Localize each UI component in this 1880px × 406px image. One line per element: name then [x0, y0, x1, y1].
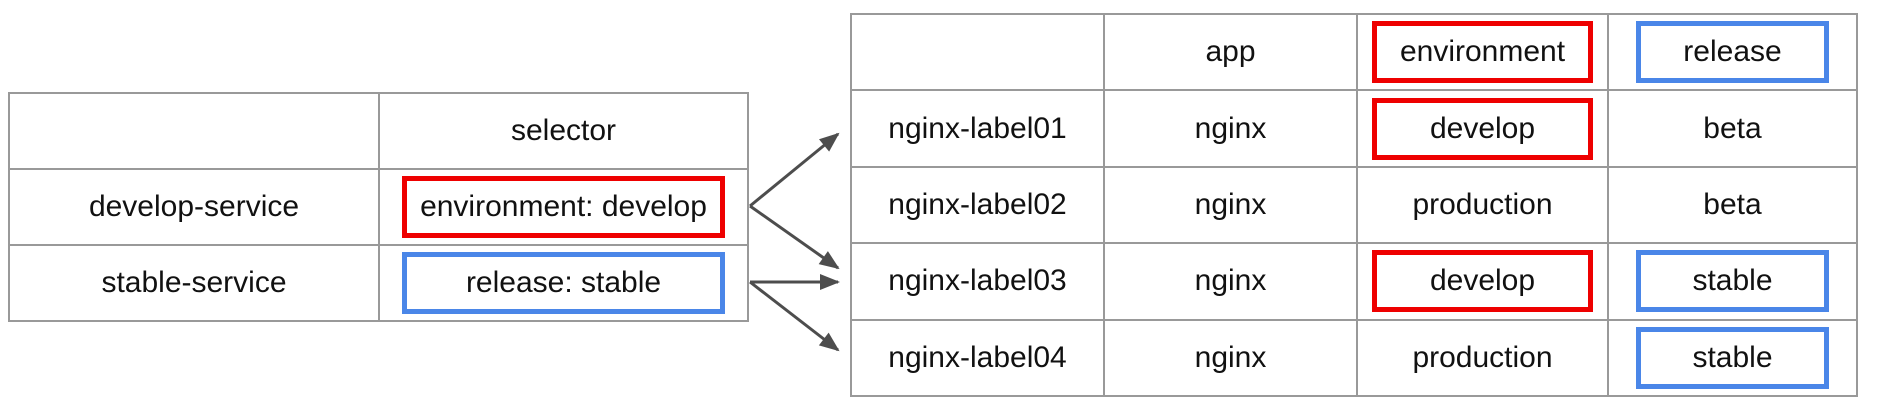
pod-release-cell: beta [1607, 165, 1858, 245]
pods-header-app-cell: app [1103, 12, 1358, 92]
arrow-develop-to-label01 [749, 132, 840, 208]
pod-name-cell: nginx-label02 [850, 165, 1105, 245]
services-header-row: selector [8, 92, 749, 170]
release-value-text: stable [1692, 340, 1773, 374]
pods-header-release-cell: release [1607, 12, 1858, 92]
environment-header-text: environment [1399, 35, 1566, 69]
pod-environment-cell: develop [1356, 89, 1609, 168]
pod-app-cell: nginx [1103, 165, 1358, 245]
service-name-cell: develop-service [8, 168, 380, 246]
pod-row-label03: nginx-label03 nginx develop stable [850, 242, 1858, 321]
pod-release-cell: beta [1607, 89, 1858, 168]
develop-selector-text: environment: develop [420, 190, 707, 223]
pod-environment-cell: production [1356, 165, 1609, 245]
pod-row-label01: nginx-label01 nginx develop beta [850, 89, 1858, 168]
environment-value-box: develop [1372, 250, 1593, 313]
services-table: selector develop-service environment: de… [8, 92, 749, 322]
release-header-box: release [1636, 21, 1829, 84]
release-value-box: stable [1636, 250, 1829, 313]
pod-row-label04: nginx-label04 nginx production stable [850, 318, 1858, 397]
pod-release-cell: stable [1607, 242, 1858, 321]
pod-environment-cell: production [1356, 318, 1609, 397]
stable-selector-text: release: stable [465, 266, 662, 299]
environment-value-text: develop [1429, 264, 1536, 298]
release-value-text: stable [1692, 264, 1773, 298]
pod-release-cell: stable [1607, 318, 1858, 397]
pod-name-cell: nginx-label01 [850, 89, 1105, 168]
pods-header-name-cell [850, 12, 1105, 92]
arrow-stable-to-label04 [749, 280, 840, 352]
pod-name-cell: nginx-label03 [850, 242, 1105, 321]
pods-header-environment-cell: environment [1356, 12, 1609, 92]
service-selector-cell: release: stable [378, 244, 749, 322]
environment-value-text: develop [1429, 111, 1536, 145]
environment-header-box: environment [1372, 21, 1593, 84]
service-selector-cell: environment: develop [378, 168, 749, 246]
arrow-develop-to-label03 [749, 204, 840, 270]
release-value-box: stable [1636, 326, 1829, 389]
environment-value-box: develop [1372, 97, 1593, 160]
pods-header-row: app environment release [850, 12, 1858, 92]
develop-selector-box: environment: develop [402, 176, 725, 238]
service-row-develop: develop-service environment: develop [8, 168, 749, 246]
services-header-name-cell [8, 92, 380, 170]
services-header-selector-cell: selector [378, 92, 749, 170]
pod-app-cell: nginx [1103, 242, 1358, 321]
pod-name-cell: nginx-label04 [850, 318, 1105, 397]
pod-row-label02: nginx-label02 nginx production beta [850, 165, 1858, 245]
pod-app-cell: nginx [1103, 318, 1358, 397]
release-header-text: release [1683, 35, 1782, 69]
pod-app-cell: nginx [1103, 89, 1358, 168]
pod-environment-cell: develop [1356, 242, 1609, 321]
service-name-cell: stable-service [8, 244, 380, 322]
pods-table: app environment release nginx-label01 ng… [850, 12, 1858, 397]
stable-selector-box: release: stable [402, 252, 725, 314]
service-row-stable: stable-service release: stable [8, 244, 749, 322]
